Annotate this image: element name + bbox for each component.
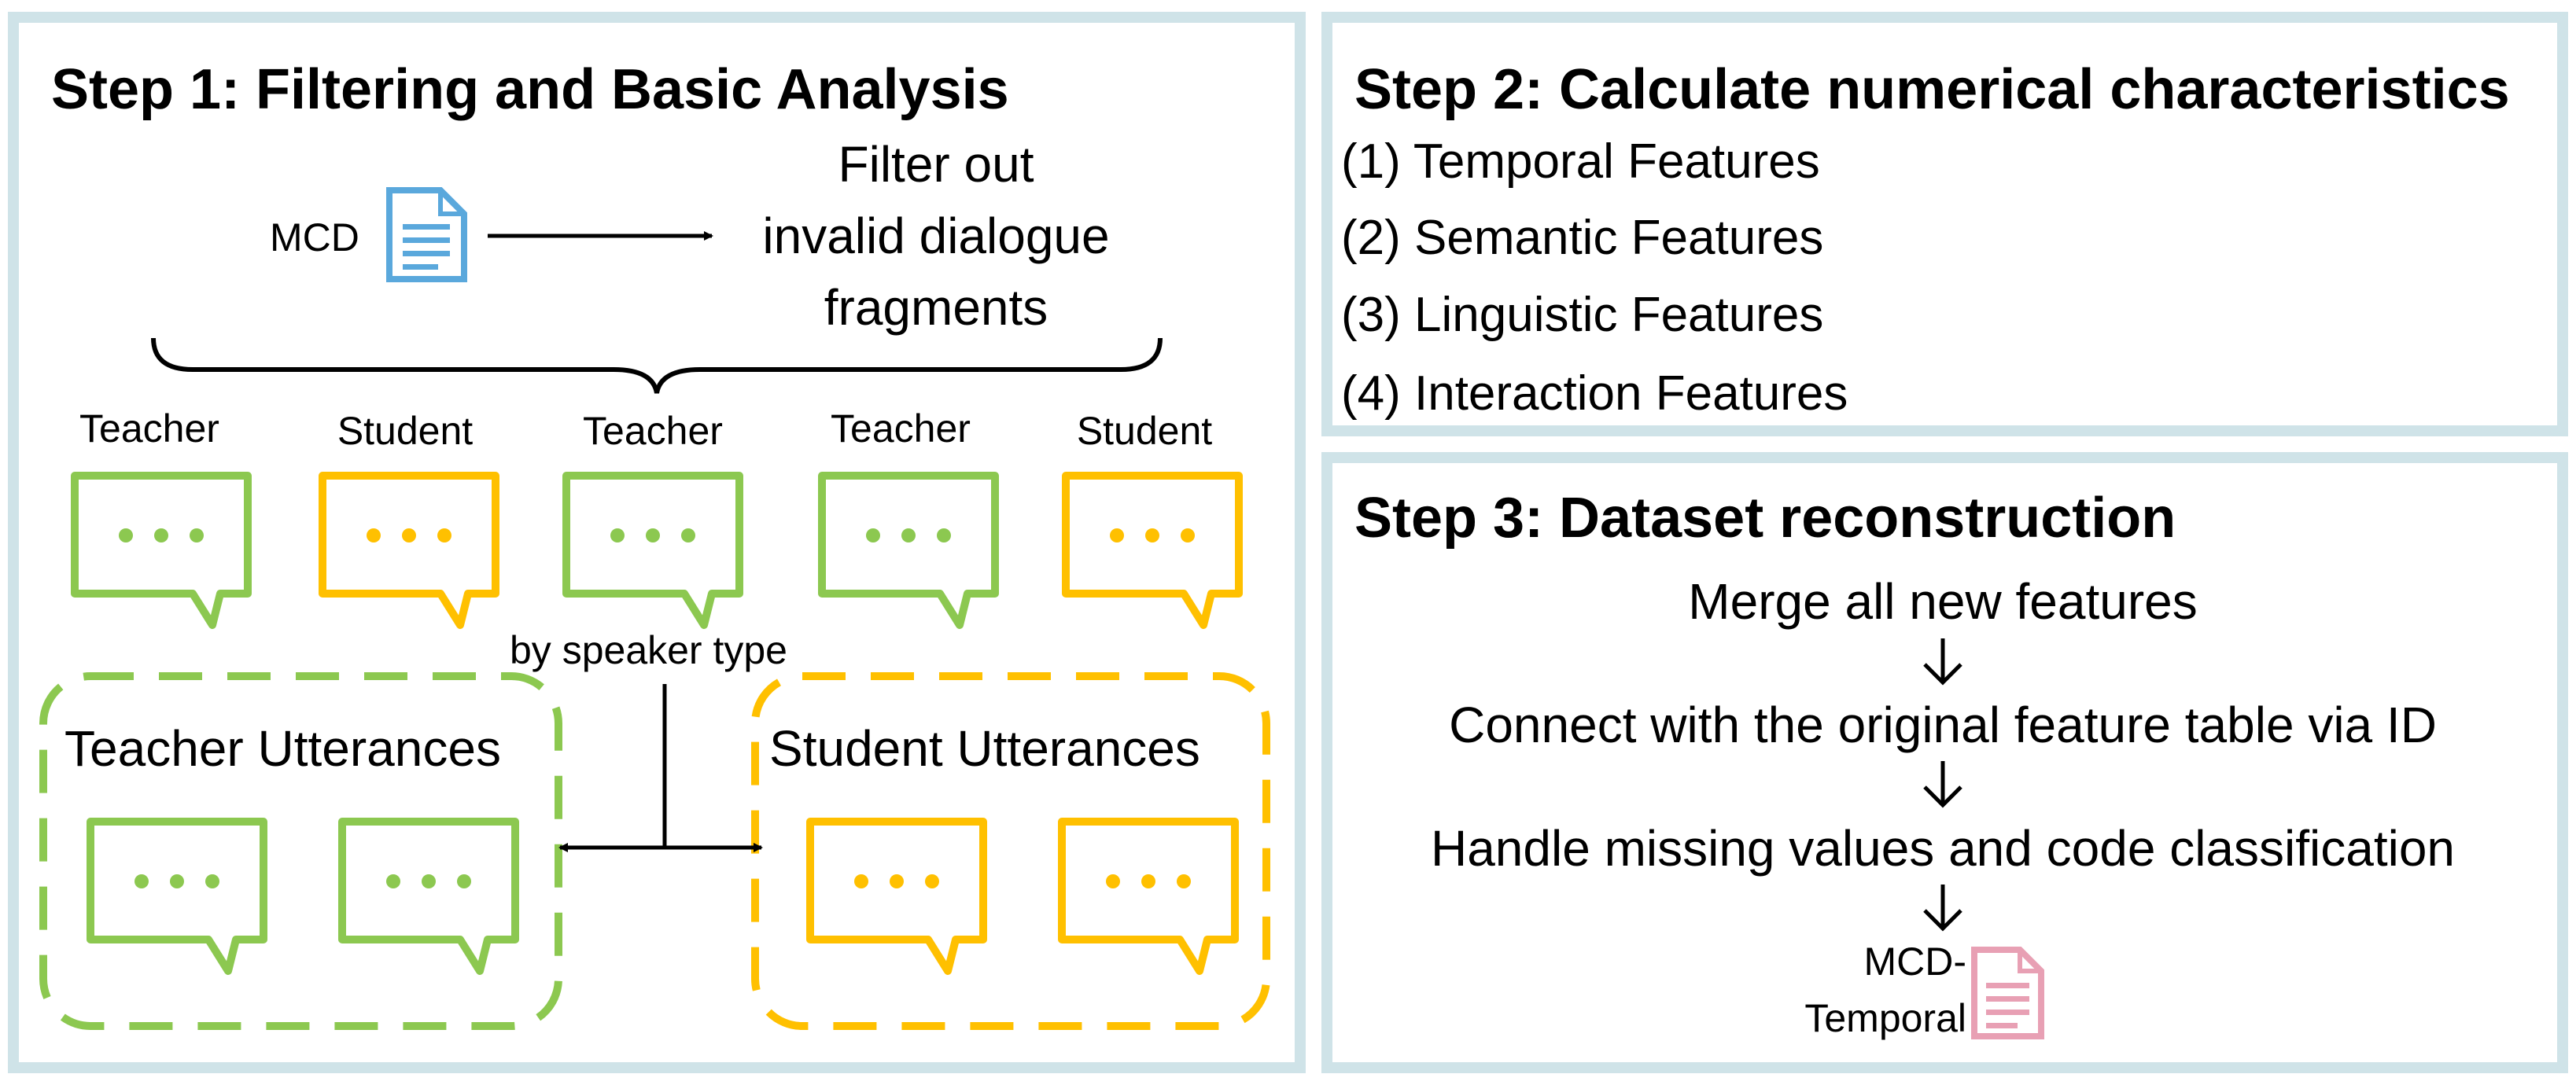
student-utterance-bubble-2 xyxy=(1062,822,1235,971)
down-arrow-icon-3 xyxy=(1923,885,1962,932)
bubble-teacher-1 xyxy=(75,476,248,625)
output-label-line-1: MCD- xyxy=(1863,940,1966,984)
mcd-label: MCD xyxy=(270,215,359,259)
step2-panel xyxy=(1321,12,2568,436)
output-label-line-2: Temporal xyxy=(1804,996,1966,1040)
filter-line-1: Filter out xyxy=(838,136,1034,193)
step1-title: Step 1: Filtering and Basic Analysis xyxy=(51,58,1009,121)
teacher-utterance-bubble-1 xyxy=(90,822,263,971)
bubble-teacher-2 xyxy=(566,476,739,625)
student-utterance-bubble-1 xyxy=(810,822,983,971)
filter-line-3: fragments xyxy=(824,279,1048,336)
speaker-label-student-1: Student xyxy=(337,409,474,453)
flow-step-merge: Merge all new features xyxy=(1688,573,2198,630)
bubble-student-2 xyxy=(1066,476,1239,625)
bubble-student-1 xyxy=(322,476,496,625)
teacher-group-label: Teacher Utterances xyxy=(64,720,501,777)
speaker-label-teacher-1: Teacher xyxy=(79,406,219,451)
document-icon-mcd-temporal xyxy=(1971,947,2044,1039)
document-icon-mcd xyxy=(386,187,467,282)
feature-temporal: (1) Temporal Features xyxy=(1341,134,1820,189)
speaker-label-student-2: Student xyxy=(1076,409,1213,453)
bubble-teacher-3 xyxy=(822,476,995,625)
feature-linguistic: (3) Linguistic Features xyxy=(1341,288,1824,342)
student-group-label: Student Utterances xyxy=(769,720,1200,777)
feature-semantic: (2) Semantic Features xyxy=(1341,211,1824,265)
filter-line-2: invalid dialogue xyxy=(762,208,1110,264)
down-arrow-icon-2 xyxy=(1923,761,1962,808)
feature-interaction: (4) Interaction Features xyxy=(1341,366,1848,421)
flow-step-handle: Handle missing values and code classific… xyxy=(1430,820,2456,877)
split-label: by speaker type xyxy=(510,628,787,672)
step2-title: Step 2: Calculate numerical characterist… xyxy=(1354,58,2510,121)
down-arrow-icon-1 xyxy=(1923,638,1962,686)
flow-step-connect: Connect with the original feature table … xyxy=(1449,697,2437,753)
step3-title: Step 3: Dataset reconstruction xyxy=(1354,487,2176,550)
teacher-utterance-bubble-2 xyxy=(342,822,515,971)
speaker-label-teacher-2: Teacher xyxy=(583,409,723,453)
curly-brace xyxy=(151,337,1163,394)
speaker-label-teacher-3: Teacher xyxy=(831,406,971,451)
